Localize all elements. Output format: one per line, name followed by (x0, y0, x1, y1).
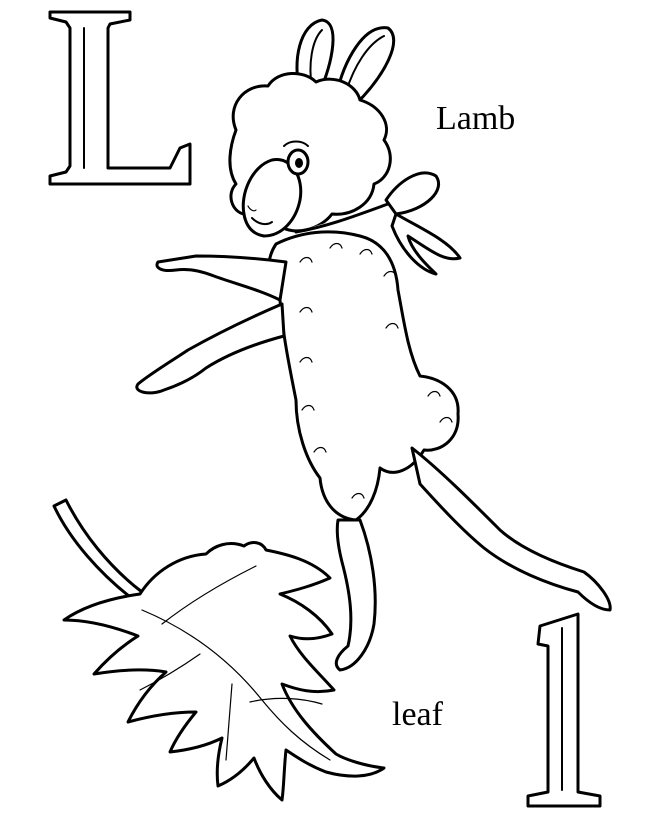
leaf-drawing (52, 498, 386, 802)
lamb-drawing (135, 18, 612, 672)
leaf-label: leaf (392, 696, 443, 733)
lamb-label: Lamb (436, 100, 516, 137)
outline-letter-l (526, 612, 602, 808)
outline-letter-L (48, 10, 192, 186)
